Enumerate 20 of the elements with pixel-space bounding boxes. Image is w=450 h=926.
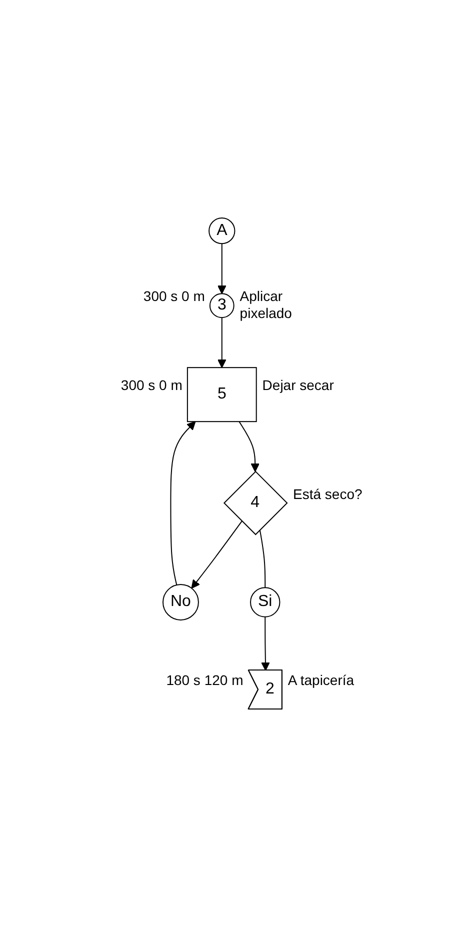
arrow: [191, 520, 242, 588]
node-box: 5: [186, 366, 257, 422]
node-circle: A: [208, 217, 236, 244]
arrow: [261, 616, 270, 670]
node-annotation: 180 s 120 m: [165, 672, 244, 689]
node-circle: Si: [250, 586, 280, 617]
node-annotation: Está seco?: [293, 486, 364, 503]
node-diamond: 4: [223, 470, 288, 535]
node-annotation: 300 s 0 m: [120, 377, 182, 394]
arrow: [170, 420, 196, 585]
arrow: [217, 316, 226, 368]
arrow: [217, 242, 226, 294]
arrow: [238, 420, 260, 472]
node-circle: No: [162, 584, 199, 620]
node-annotation: 300 s 0 m: [142, 288, 205, 306]
node-circle: 3: [209, 292, 234, 318]
connector: [259, 528, 266, 588]
node-annotation: A tapicería: [288, 672, 356, 689]
node-annotation: Aplicar pixelado: [240, 288, 293, 322]
node-annotation: Dejar secar: [262, 377, 335, 394]
